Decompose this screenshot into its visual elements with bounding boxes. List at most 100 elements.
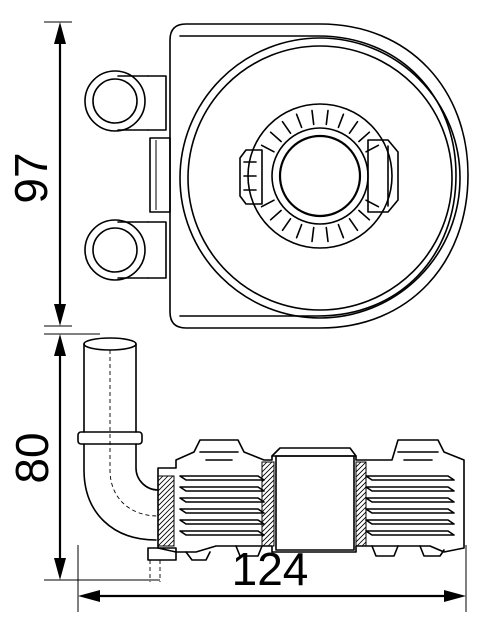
base-flange-hidden xyxy=(149,560,161,582)
pipe-bend-outer xyxy=(83,443,157,541)
hatch-line xyxy=(262,489,274,503)
arrowhead-up xyxy=(54,334,66,356)
rib xyxy=(295,113,303,129)
hatch-border xyxy=(157,475,175,547)
upper-port-outer-ring xyxy=(84,70,146,132)
hatch-line xyxy=(262,484,274,498)
body-outline xyxy=(157,439,465,553)
fin-plate xyxy=(365,519,455,525)
main-disc-inner xyxy=(187,45,453,311)
hatch-line xyxy=(262,479,274,493)
base-flange xyxy=(147,547,177,561)
section-hatch-mid-left xyxy=(261,461,275,547)
hatch-line xyxy=(356,462,357,463)
dimension-label-97: 97 xyxy=(5,152,57,203)
hatch-line xyxy=(158,519,174,537)
hatch-line xyxy=(356,516,366,528)
section-hatch-mid-right xyxy=(355,461,367,547)
hatch-line xyxy=(262,494,274,508)
pipe-outer-wall xyxy=(83,343,137,433)
fin-plate xyxy=(365,486,455,492)
hatch-line xyxy=(158,479,174,497)
arrowhead-down xyxy=(54,558,66,580)
hatch-line xyxy=(356,531,366,543)
hatch-line xyxy=(262,529,274,543)
arrowhead-left xyxy=(78,590,100,602)
rib xyxy=(281,120,292,134)
fin-plate xyxy=(179,519,265,525)
hatch-line xyxy=(262,462,273,473)
hatch-line xyxy=(356,462,362,468)
inlet-pipe xyxy=(77,337,159,541)
hatch-line xyxy=(158,499,174,517)
lower-port xyxy=(84,219,167,281)
rib xyxy=(311,226,315,243)
hatch-line xyxy=(262,504,274,518)
fin-plate xyxy=(179,508,265,514)
fin-plate xyxy=(179,497,265,503)
main-disc-outer xyxy=(179,37,461,319)
upper-port xyxy=(84,70,167,132)
hatch-line xyxy=(262,524,274,538)
hatch-line xyxy=(356,486,366,498)
rib xyxy=(348,218,359,232)
right-cap-detail xyxy=(397,451,439,461)
lower-port-neck xyxy=(117,221,149,279)
fin-plate xyxy=(365,475,455,481)
dimension-80: 80 xyxy=(6,333,160,581)
hatch-line xyxy=(158,529,174,546)
fin-plate xyxy=(179,475,265,481)
pipe-centerline xyxy=(109,350,159,517)
pipe-opening xyxy=(83,337,137,351)
arrowhead-down xyxy=(54,304,66,326)
hatch-line xyxy=(262,462,268,468)
dimension-124: 124 xyxy=(77,543,467,612)
hatch-line xyxy=(356,526,366,538)
hatch-line xyxy=(158,484,174,502)
fin-plate xyxy=(365,530,455,536)
hatch-line xyxy=(356,466,366,478)
rib xyxy=(269,131,282,143)
hatch-line xyxy=(262,464,274,478)
fin-plate xyxy=(365,508,455,514)
hatch-line xyxy=(262,462,263,463)
hatch-line xyxy=(158,476,174,492)
hatch-border xyxy=(355,461,367,547)
hatch-line xyxy=(158,504,174,522)
fin-plate xyxy=(365,497,455,503)
flange-plate xyxy=(149,137,171,213)
hatch-line xyxy=(356,481,366,493)
center-ring xyxy=(271,127,369,225)
rib xyxy=(348,120,359,134)
dimension-label-80: 80 xyxy=(6,432,58,483)
upper-port-bracket xyxy=(147,75,167,131)
bottom-feet xyxy=(185,545,445,561)
hatch-line xyxy=(262,499,274,513)
hatch-line xyxy=(267,539,274,546)
pipe-bend-inner xyxy=(135,443,159,491)
center-boss-outer xyxy=(247,103,393,249)
rib xyxy=(325,109,329,126)
hatch-line xyxy=(356,501,366,513)
arrowhead-up xyxy=(54,22,66,44)
arrowhead-right xyxy=(444,590,466,602)
left-lug-detail xyxy=(243,161,257,191)
right-lug xyxy=(367,139,399,213)
left-lug xyxy=(239,149,263,205)
hatch-line xyxy=(158,524,174,542)
fin-plate xyxy=(179,486,265,492)
rib xyxy=(325,226,329,243)
hatch-line xyxy=(356,496,366,508)
section-hatch-left xyxy=(157,475,175,547)
lower-port-outer-ring xyxy=(84,219,146,281)
hatch-line xyxy=(356,471,366,483)
rib xyxy=(295,223,303,239)
fin-plate xyxy=(179,530,265,536)
hatch-line xyxy=(262,514,274,528)
lower-port-bore xyxy=(92,227,138,273)
rib xyxy=(260,144,275,153)
rib xyxy=(281,218,292,232)
rib xyxy=(337,223,345,239)
rib xyxy=(260,199,275,208)
